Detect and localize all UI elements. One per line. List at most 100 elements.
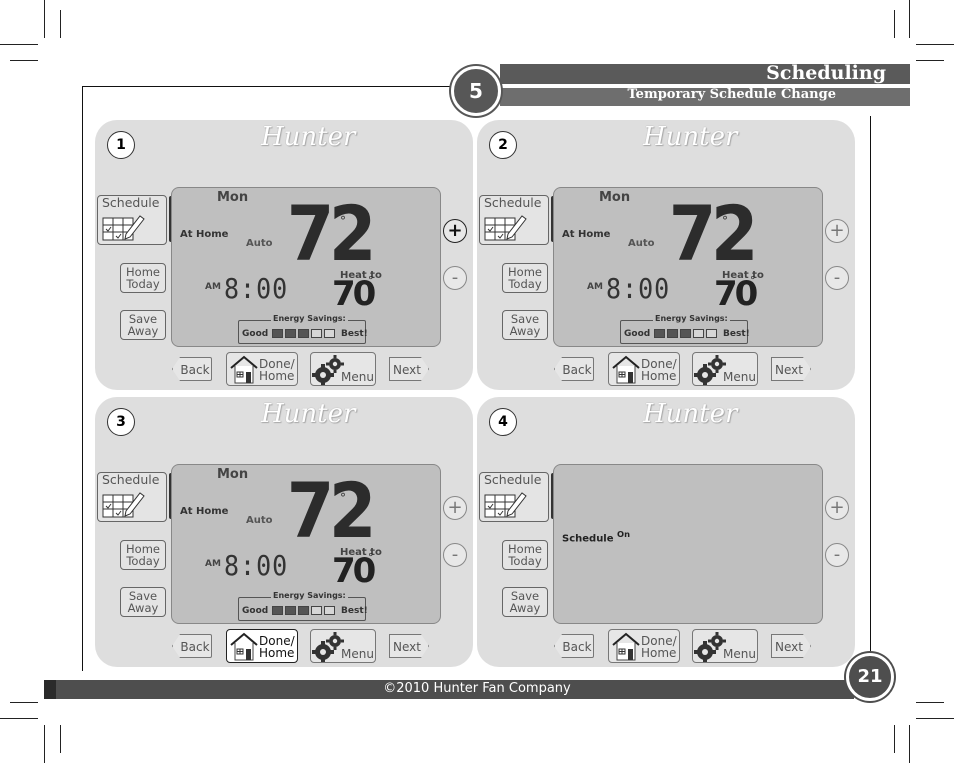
crop-mark: [10, 60, 38, 61]
save-away-button[interactable]: Save Away: [502, 587, 548, 617]
done-home-label: Done/ Home: [259, 358, 295, 382]
plus-button[interactable]: +: [825, 496, 849, 520]
home-today-button[interactable]: Home Today: [502, 263, 548, 293]
next-button[interactable]: Next: [389, 357, 429, 381]
schedule-button-label: Schedule: [102, 472, 160, 487]
crop-mark: [0, 44, 38, 45]
crop-mark: [916, 44, 954, 45]
button-label: Home: [641, 369, 677, 383]
minus-button[interactable]: -: [825, 266, 849, 290]
schedule-button[interactable]: Schedule: [97, 472, 167, 522]
section-title: Scheduling: [766, 62, 886, 84]
degree-symbol: °: [368, 274, 374, 287]
thermostat-panel: 1 Hunter Schedule Home Today Save Away M…: [95, 120, 473, 390]
save-away-button[interactable]: Save Away: [502, 310, 548, 340]
schedule-button[interactable]: Schedule: [479, 195, 549, 245]
menu-button[interactable]: Menu: [692, 352, 758, 386]
crop-mark: [10, 702, 38, 703]
home-today-button[interactable]: Home Today: [120, 540, 166, 570]
save-away-button[interactable]: Save Away: [120, 310, 166, 340]
mode-label: At Home: [180, 506, 229, 517]
next-button[interactable]: Next: [771, 357, 811, 381]
plus-button[interactable]: +: [443, 496, 467, 520]
back-button[interactable]: Back: [172, 634, 212, 658]
done-home-button[interactable]: Done/ Home: [226, 352, 298, 386]
minus-button[interactable]: -: [443, 266, 467, 290]
menu-label: Menu: [723, 647, 756, 661]
schedule-status-label: Schedule: [562, 533, 614, 545]
step-number: 1: [107, 131, 135, 159]
plus-button[interactable]: +: [825, 219, 849, 243]
schedule-status: Schedule On: [562, 529, 630, 544]
button-label: Away: [509, 601, 541, 615]
button-label: Save: [510, 312, 540, 326]
energy-segment: [311, 606, 322, 615]
schedule-button[interactable]: Schedule: [97, 195, 167, 245]
crop-mark: [916, 60, 944, 61]
schedule-button-label: Schedule: [484, 195, 542, 210]
degree-symbol: °: [340, 491, 346, 505]
button-label: Save: [510, 589, 540, 603]
menu-button[interactable]: Menu: [310, 352, 376, 386]
back-button[interactable]: Back: [554, 634, 594, 658]
button-label: Away: [127, 324, 159, 338]
energy-segment: [654, 329, 665, 338]
button-label: Home: [259, 646, 295, 660]
done-home-button[interactable]: Done/ Home: [226, 629, 298, 663]
footer-bar: [44, 680, 854, 699]
gear-icon: [312, 632, 344, 662]
button-label: Away: [509, 324, 541, 338]
crop-mark: [894, 10, 895, 38]
back-button[interactable]: Back: [172, 357, 212, 381]
frame-line: [870, 116, 871, 656]
menu-label: Menu: [341, 647, 374, 661]
day-label: Mon: [217, 190, 249, 205]
energy-good-label: Good: [624, 329, 651, 339]
degree-symbol: °: [368, 551, 374, 564]
crop-mark: [60, 725, 61, 753]
energy-good-label: Good: [242, 606, 269, 616]
minus-button[interactable]: -: [443, 543, 467, 567]
done-home-button[interactable]: Done/ Home: [608, 629, 680, 663]
done-home-button[interactable]: Done/ Home: [608, 352, 680, 386]
crop-mark: [44, 0, 45, 38]
clock-time: 8:00: [224, 272, 289, 305]
menu-button[interactable]: Menu: [310, 629, 376, 663]
degree-symbol: °: [722, 214, 728, 228]
hunter-logo: Hunter: [643, 122, 738, 152]
next-button[interactable]: Next: [771, 634, 811, 658]
setpoint-temperature: 70: [332, 551, 376, 591]
am-pm-label: AM: [205, 559, 221, 569]
step-number: 2: [489, 131, 517, 159]
energy-segment: [298, 606, 309, 615]
next-button[interactable]: Next: [389, 634, 429, 658]
heat-to-label: Heat to: [340, 547, 382, 558]
energy-title: Energy Savings:: [271, 591, 348, 600]
current-temperature: 72: [286, 466, 377, 555]
calendar-pencil-icon: [484, 492, 527, 518]
footer-copyright: ©2010 Hunter Fan Company: [383, 681, 571, 696]
energy-good-label: Good: [242, 329, 269, 339]
button-label: Today: [126, 554, 160, 568]
energy-segment: [272, 606, 283, 615]
page-number: 21: [846, 653, 894, 701]
back-button[interactable]: Back: [554, 357, 594, 381]
lcd-display: Mon At Home Auto 72 ° AM 8:00 Heat to 70…: [171, 464, 441, 624]
minus-button[interactable]: -: [825, 543, 849, 567]
button-label: Done/: [259, 357, 295, 371]
crop-mark: [60, 10, 61, 38]
house-icon: [612, 632, 640, 661]
energy-segment: [324, 329, 335, 338]
home-today-button[interactable]: Home Today: [502, 540, 548, 570]
menu-button[interactable]: Menu: [692, 629, 758, 663]
schedule-button[interactable]: Schedule: [479, 472, 549, 522]
home-today-button[interactable]: Home Today: [120, 263, 166, 293]
energy-savings-meter: Energy Savings: Good Best!: [238, 314, 368, 344]
plus-button[interactable]: +: [443, 219, 467, 243]
save-away-button[interactable]: Save Away: [120, 587, 166, 617]
house-icon: [612, 355, 640, 384]
frame-line: [82, 86, 83, 671]
done-home-label: Done/ Home: [259, 635, 295, 659]
energy-segment: [298, 329, 309, 338]
setpoint-temperature: 70: [714, 274, 758, 314]
